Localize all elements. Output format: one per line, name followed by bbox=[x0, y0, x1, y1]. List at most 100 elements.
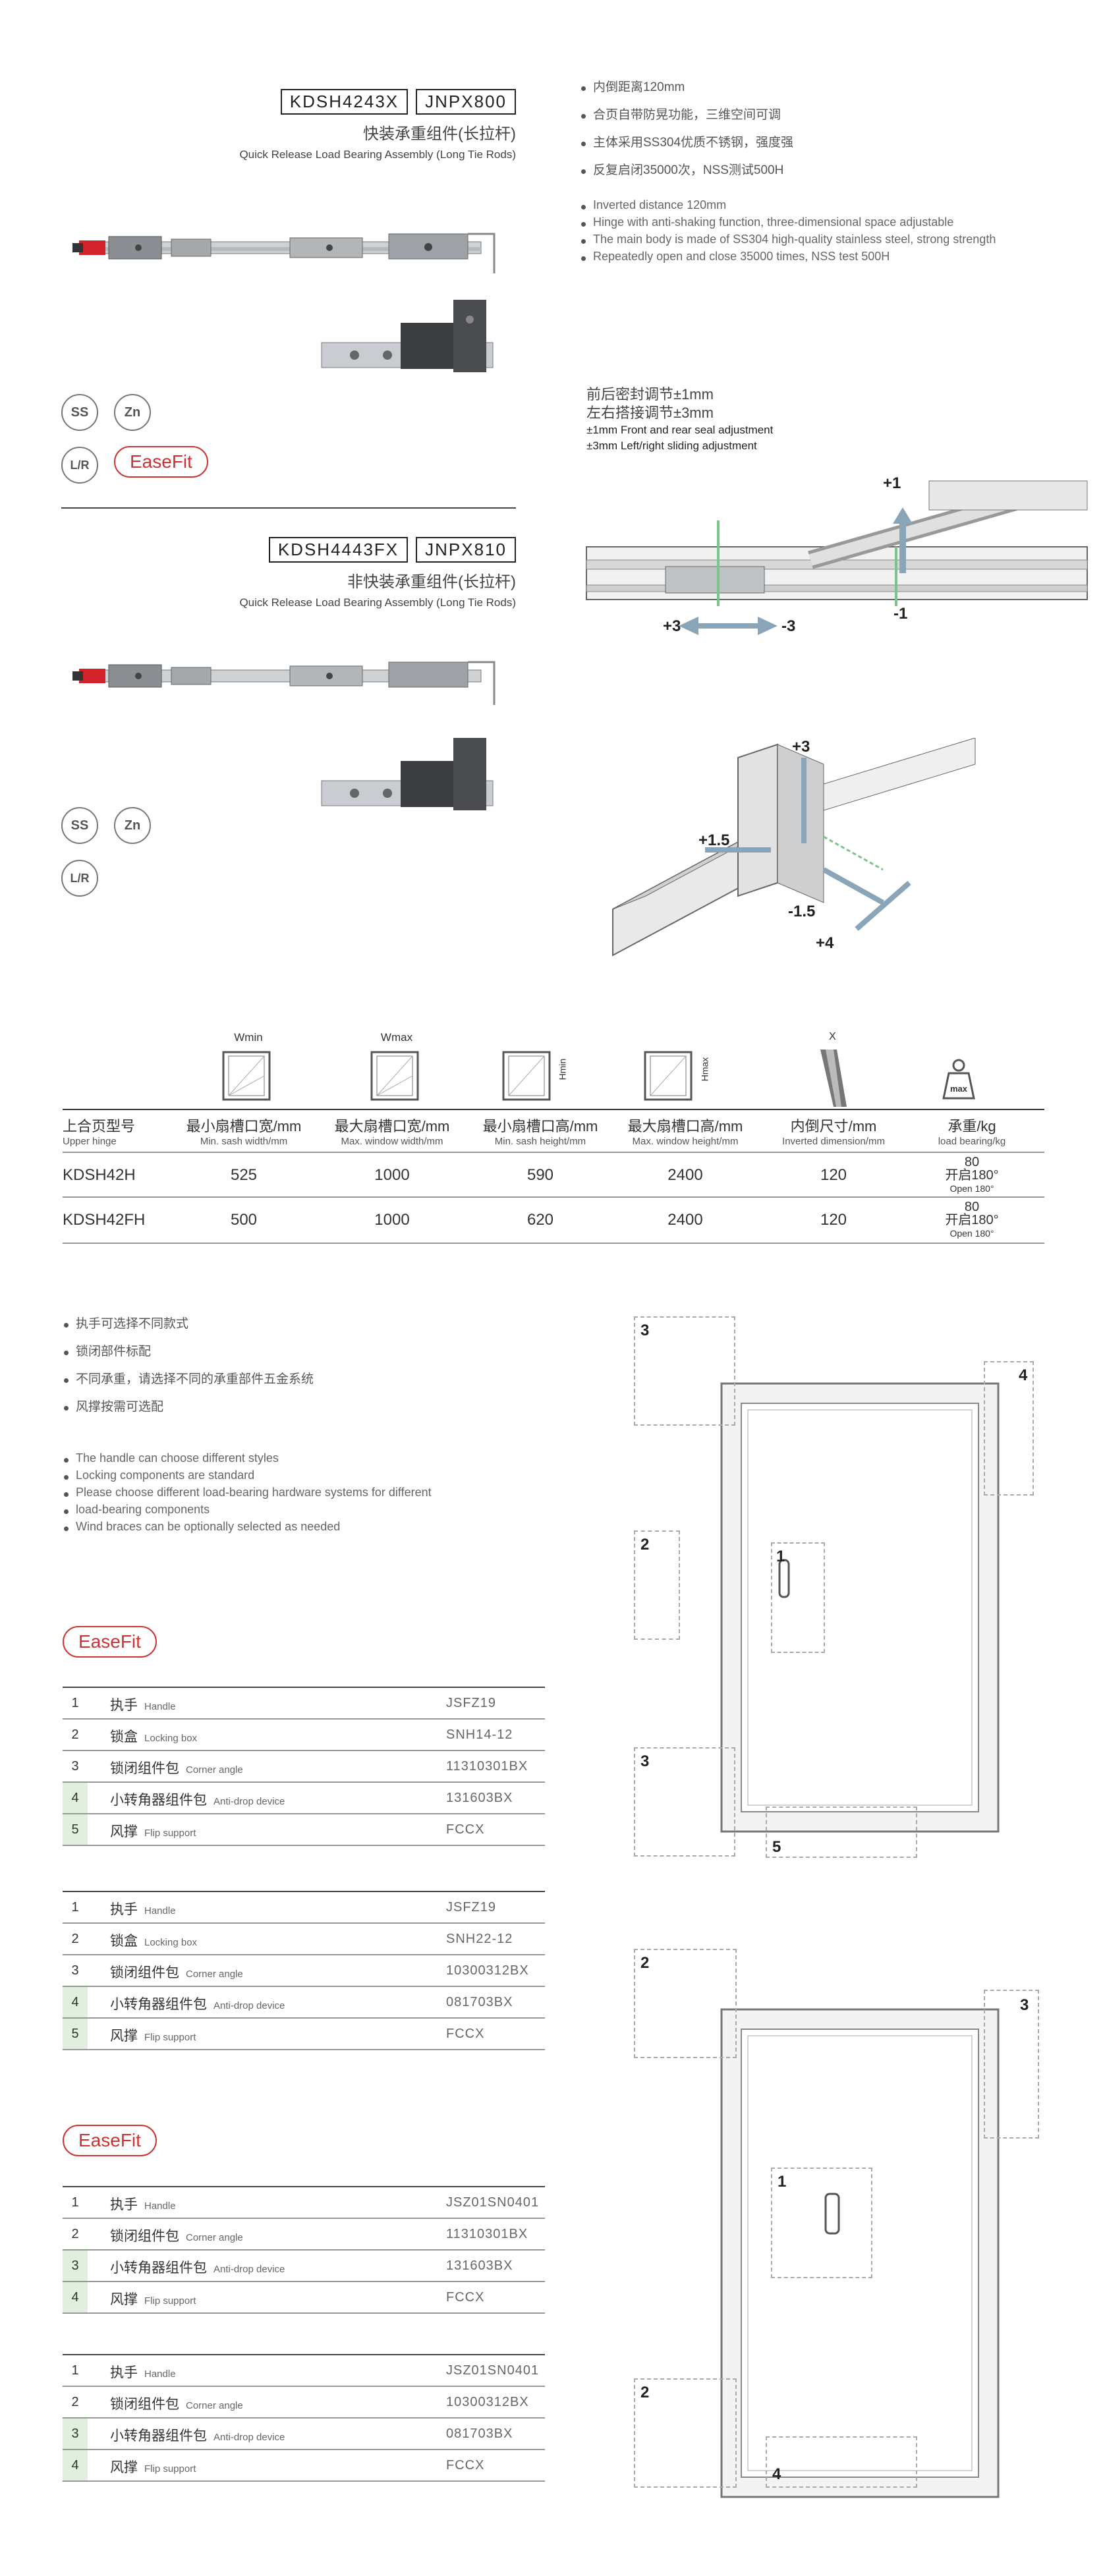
text-field: 2 bbox=[71, 2226, 79, 2241]
note-item: The handle can choose different styles bbox=[63, 1449, 563, 1467]
spec-rule bbox=[63, 1243, 1044, 1244]
text-field: load bearing/kg bbox=[938, 1136, 1006, 1147]
feature-item: The main body is made of SS304 high-qual… bbox=[580, 231, 1054, 248]
text-field: FCCX bbox=[446, 2027, 485, 2041]
material-ss-badge: SS bbox=[61, 394, 98, 431]
text-field: Anti-drop device bbox=[213, 1796, 285, 1807]
text-field: 小转角器组件包 bbox=[110, 2428, 207, 2444]
text-field: Anti-drop device bbox=[213, 2264, 285, 2275]
note-item: 执手可选择不同款式 bbox=[63, 1314, 563, 1334]
product-title-en: Quick Release Load Bearing Assembly (Lon… bbox=[239, 148, 516, 161]
text-field: 执手 bbox=[110, 1902, 138, 1917]
adjust-label: -1.5 bbox=[788, 903, 816, 920]
note-item: 锁闭部件标配 bbox=[63, 1342, 563, 1362]
spec-row: KDSH42FH 500 1000 620 2400 120 80 开启180°… bbox=[63, 1199, 1044, 1241]
callout-box bbox=[766, 2436, 917, 2488]
text-field: SNH14-12 bbox=[446, 1727, 513, 1742]
text-field: 最小扇槽口高/mm bbox=[482, 1118, 598, 1134]
text-field: 5 bbox=[63, 1814, 88, 1845]
callout-number: 4 bbox=[1019, 1366, 1028, 1384]
text-field: 执手 bbox=[110, 2197, 138, 2212]
text-field: 锁闭组件包 bbox=[110, 2397, 179, 2412]
note-item: 风撑按需可选配 bbox=[63, 1397, 563, 1417]
spec-rule bbox=[63, 1152, 1044, 1153]
text-field: Flip support bbox=[144, 2295, 196, 2307]
text-field: Corner angle bbox=[186, 2400, 243, 2411]
feature-item: Repeatedly open and close 35000 times, N… bbox=[580, 248, 1054, 265]
callout-number: 3 bbox=[640, 1752, 650, 1770]
text-field: 小转角器组件包 bbox=[110, 1793, 207, 1808]
feature-item: 内倒距离120mm bbox=[580, 78, 1081, 98]
window-hardware-diagram bbox=[720, 1382, 1000, 1833]
text-field: 11310301BX bbox=[446, 1759, 528, 1774]
adjust-label: +3 bbox=[663, 617, 681, 635]
easefit-brand-badge: EaseFit bbox=[114, 446, 208, 478]
spec-inverted: 120 bbox=[820, 1166, 847, 1184]
table-top-rule bbox=[63, 1687, 545, 1688]
hinge-bracket-image bbox=[321, 738, 494, 810]
x-label: X bbox=[829, 1031, 836, 1042]
note-item: Please choose different load-bearing har… bbox=[63, 1484, 563, 1501]
feature-item: 合页自带防晃功能，三维空间可调 bbox=[580, 105, 1081, 125]
note-item: Wind braces can be optionally selected a… bbox=[63, 1518, 563, 1535]
callout-box bbox=[634, 1316, 735, 1426]
text-field: Handle bbox=[144, 2368, 176, 2380]
text-field: Max. window width/mm bbox=[341, 1136, 443, 1147]
text-field: FCCX bbox=[446, 2290, 485, 2305]
hinge-rod-image bbox=[72, 233, 496, 273]
callout-box bbox=[766, 1806, 917, 1858]
text-field: 小转角器组件包 bbox=[110, 1997, 207, 2012]
text-field: 2 bbox=[71, 1727, 79, 1742]
wmax-label: Wmax bbox=[380, 1031, 413, 1044]
adjust-en-2: ±3mm Left/right sliding adjustment bbox=[586, 439, 757, 452]
table-top-rule bbox=[63, 1891, 545, 1892]
text-field: 10300312BX bbox=[446, 1963, 529, 1978]
text-field: Handle bbox=[144, 1905, 176, 1917]
callout-number: 3 bbox=[640, 1322, 650, 1339]
text-field: 80 bbox=[964, 1200, 980, 1214]
callout-box bbox=[984, 1990, 1039, 2139]
adjust-label: +3 bbox=[792, 738, 810, 756]
spec-min-height: 620 bbox=[526, 1211, 554, 1229]
spec-load: 80 开启180° Open 180° bbox=[899, 1200, 1044, 1240]
feature-item: 主体采用SS304优质不锈钢，强度强 bbox=[580, 133, 1081, 153]
text-field: Max. window height/mm bbox=[632, 1136, 739, 1147]
text-field: 2 bbox=[71, 2394, 79, 2409]
text-field: FCCX bbox=[446, 1822, 485, 1837]
text-field: SNH22-12 bbox=[446, 1932, 513, 1946]
adjust-cn-1: 前后密封调节±1mm bbox=[586, 386, 714, 403]
text-field: 1 bbox=[71, 1899, 79, 1915]
text-field: 4 bbox=[63, 2282, 88, 2312]
callout-number: 2 bbox=[640, 1954, 650, 1972]
text-field: Corner angle bbox=[186, 2232, 243, 2243]
adjust-cn-2: 左右搭接调节±3mm bbox=[586, 405, 714, 421]
spec-max-width: 1000 bbox=[374, 1166, 410, 1184]
text-field: 11310301BX bbox=[446, 2227, 528, 2241]
wmin-label: Wmin bbox=[234, 1031, 263, 1044]
text-field: FCCX bbox=[446, 2458, 485, 2473]
text-field: 小转角器组件包 bbox=[110, 2260, 207, 2276]
spec-max-height: 2400 bbox=[667, 1211, 703, 1229]
adjust-label: +1.5 bbox=[698, 831, 730, 849]
product-code: JNPX810 bbox=[416, 537, 516, 563]
feature-item: 反复启闭35000次，NSS测试500H bbox=[580, 161, 1081, 181]
easefit-brand-badge: EaseFit bbox=[63, 1626, 157, 1658]
text-field: 内倒尺寸/mm bbox=[790, 1118, 877, 1134]
callout-number: 2 bbox=[640, 2384, 650, 2401]
text-field: Open 180° bbox=[949, 1183, 994, 1194]
adjustment-notes: 前后密封调节±1mm 左右搭接调节±3mm ±1mm Front and rea… bbox=[586, 385, 773, 454]
text-field: Anti-drop device bbox=[213, 2000, 285, 2011]
note-item: Locking components are standard bbox=[63, 1467, 563, 1484]
